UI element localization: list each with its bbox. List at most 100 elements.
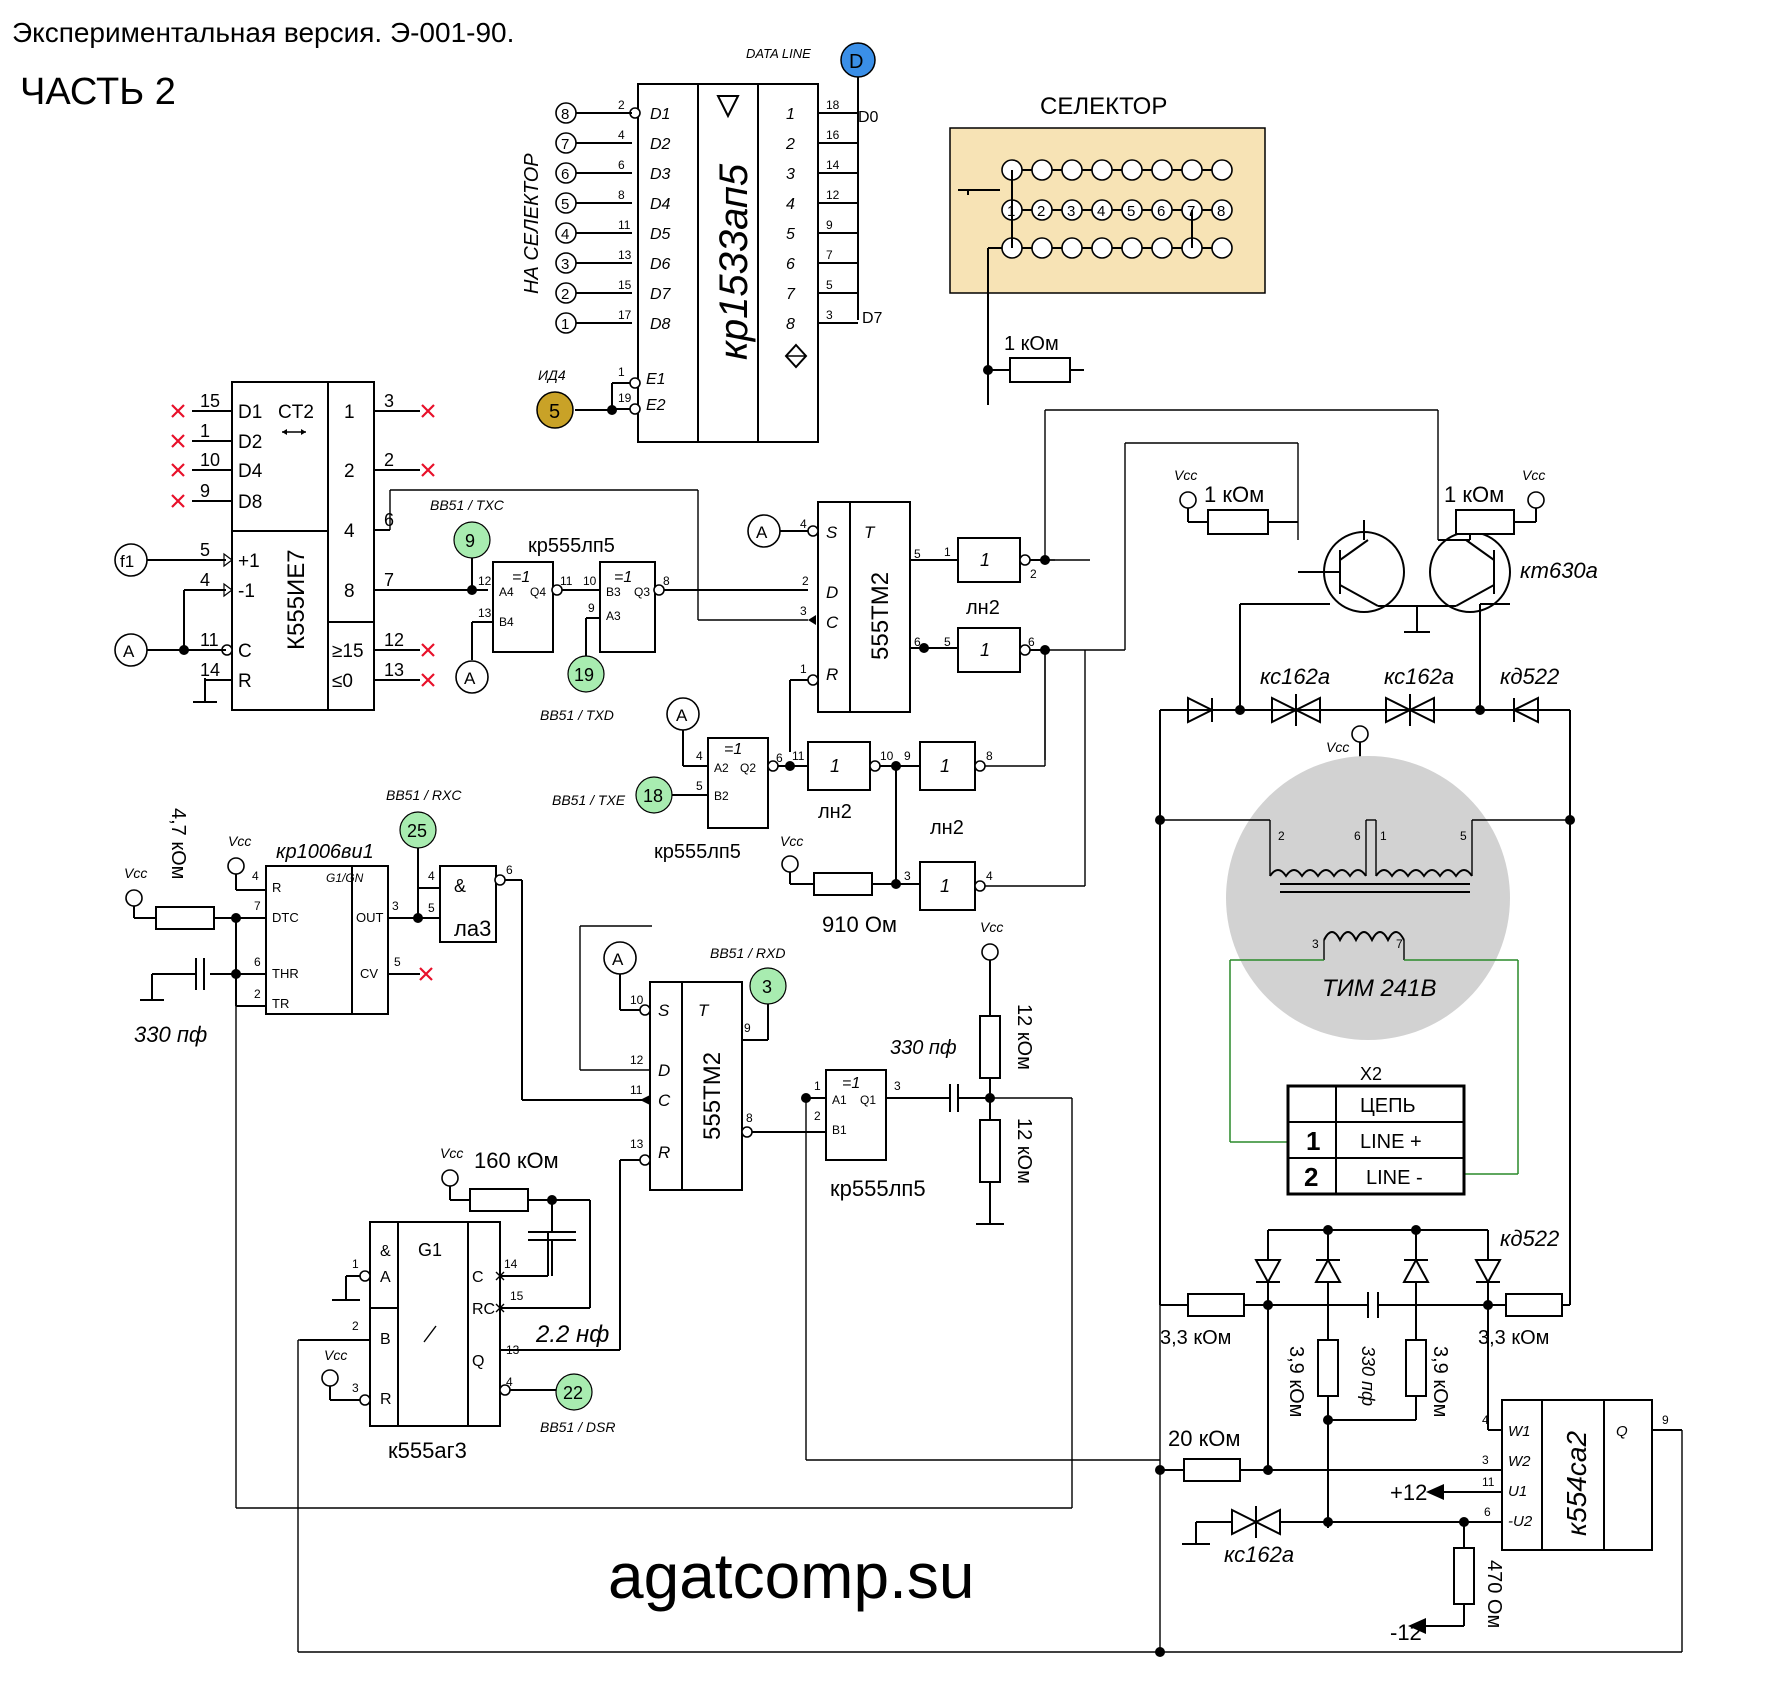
svg-text:-U2: -U2 [1508,1513,1533,1530]
svg-text:9: 9 [744,1021,751,1035]
pin-label: 8 [786,316,795,333]
svg-text:S: S [826,523,838,542]
vcc-r1k-left: Vcc [1174,467,1197,483]
pin-label: 8 [344,581,355,602]
svg-text:15: 15 [510,1289,524,1303]
label-id4: ИД4 [538,367,566,383]
r-39k-left: 3,9 кОм [1285,1346,1307,1417]
pin-label: 4 [786,196,795,213]
chip-k555ag3: & A B R G1 C RC Q 1 2 3 14 15 13 4 к555а… [352,1221,524,1463]
svg-text:7: 7 [254,899,261,913]
svg-text:6: 6 [776,751,783,765]
selector-pin [1091,237,1113,259]
pin-label: D5 [650,226,671,243]
connector-x2: X2 ЦЕПЬ 1 LINE + 2 LINE - [1286,1064,1466,1196]
svg-text:W1: W1 [1508,1423,1531,1440]
diode-bridge [1254,1230,1502,1310]
inverter-ln2-c-label: лн2 [818,801,852,823]
pin-label: 1 [786,106,795,123]
selector-ref-num: 6 [561,166,569,183]
svg-text:6: 6 [506,863,513,877]
svg-text:RC: RC [472,1301,495,1318]
svg-text:S: S [658,1001,670,1020]
svg-text:1: 1 [800,662,807,676]
svg-text:&: & [380,1243,391,1260]
svg-text:A2: A2 [714,761,729,775]
signal-txc: BB51 / TXC [430,497,505,513]
chip-kp1533ap5-enables: E1 E2 1 19 [618,365,666,414]
pin-num: 7 [826,248,833,262]
svg-text:18: 18 [643,786,663,806]
svg-text:19: 19 [618,391,632,405]
pin-num: 6 [384,510,394,530]
label-kt630a: кт630а [1520,558,1598,583]
connector-row1-num: 1 [1306,1126,1320,1156]
inverter-ln2-d-label: лн2 [930,817,964,839]
selector-ref-num: 5 [561,196,569,213]
node-22 [555,1373,593,1411]
svg-text:G1/GN: G1/GN [326,871,364,885]
svg-text:A: A [612,950,624,969]
selector-pin [1121,237,1143,259]
svg-text:12: 12 [478,574,492,588]
chip-kp555lp5-b: =1 A2 B2 Q2 4 5 6 кр555лп5 [654,737,783,863]
label-plus12: +12 [1390,1480,1427,1505]
pin-label: D2 [238,432,262,453]
chip-k554ca2-label: к554са2 [1561,1430,1592,1536]
svg-text:14: 14 [504,1257,518,1271]
svg-text:2: 2 [1030,567,1037,581]
svg-text:B3: B3 [606,585,621,599]
svg-text:OUT: OUT [356,910,384,925]
svg-text:6: 6 [1028,635,1035,649]
svg-text:9: 9 [588,601,595,615]
svg-text:9: 9 [465,531,475,551]
selector-pin [1211,199,1233,221]
svg-text:11: 11 [1482,1475,1495,1489]
vcc-1006: Vcc [228,833,251,849]
svg-text:2: 2 [254,987,261,1001]
svg-text:4: 4 [428,869,435,883]
chip-k555ie7-label: К555ИЕ7 [283,549,310,650]
label-kd522-bottom: кд522 [1500,1226,1559,1251]
chip-kp1533ap5-label: кр1533ап5 [712,163,756,360]
pin-label: 5 [786,226,795,243]
chip-k555ag3-label: к555аг3 [388,1438,467,1463]
pin-label: 4 [344,521,355,542]
selector-ref-num: 4 [561,226,569,243]
pin-label: ≤0 [332,671,353,692]
selector-pin-num: 5 [1127,203,1135,220]
r-39k-right: 3,9 кОм [1429,1346,1451,1417]
selector-ref-num: 1 [561,316,569,333]
vcc-ag3: Vcc [324,1347,347,1363]
r-160k: 160 кОм [474,1148,559,1173]
svg-text:T: T [698,1001,710,1020]
pin-num: 13 [618,248,632,262]
svg-text:A: A [464,669,476,688]
inverter-ln2-d: 1 9 8 лн2 [904,741,993,839]
c-330-vertical: 330 пф [1358,1346,1378,1406]
svg-text:4: 4 [800,517,807,531]
pin-label: D4 [650,196,671,213]
selector-pin [1031,159,1053,181]
pin-label: +1 [238,551,260,572]
no-connect-mark [171,494,185,508]
svg-text:CV: CV [360,966,378,981]
signal-txe: BB51 / TXE [552,792,626,808]
vcc-r1k-right: Vcc [1522,467,1545,483]
gate-la3: & 4 5 6 ла3 [428,863,513,943]
svg-text:2: 2 [352,1319,359,1333]
pin-label: 2 [344,461,355,482]
pin-num: 12 [384,630,404,650]
r-1k-left: 1 кОм [1204,482,1264,507]
svg-text:=1: =1 [842,1075,860,1092]
header-title: Экспериментальная версия. Э-001-90. [12,17,514,48]
transistor-left [1298,520,1405,613]
pin-label: D3 [650,166,671,183]
svg-text:8: 8 [986,749,993,763]
node-5-id4 [536,391,574,429]
selector-pin-num: 8 [1217,203,1225,220]
inverter-ln2-a: 1 1 2 лн2 [944,537,1037,619]
svg-text:A3: A3 [606,609,621,623]
